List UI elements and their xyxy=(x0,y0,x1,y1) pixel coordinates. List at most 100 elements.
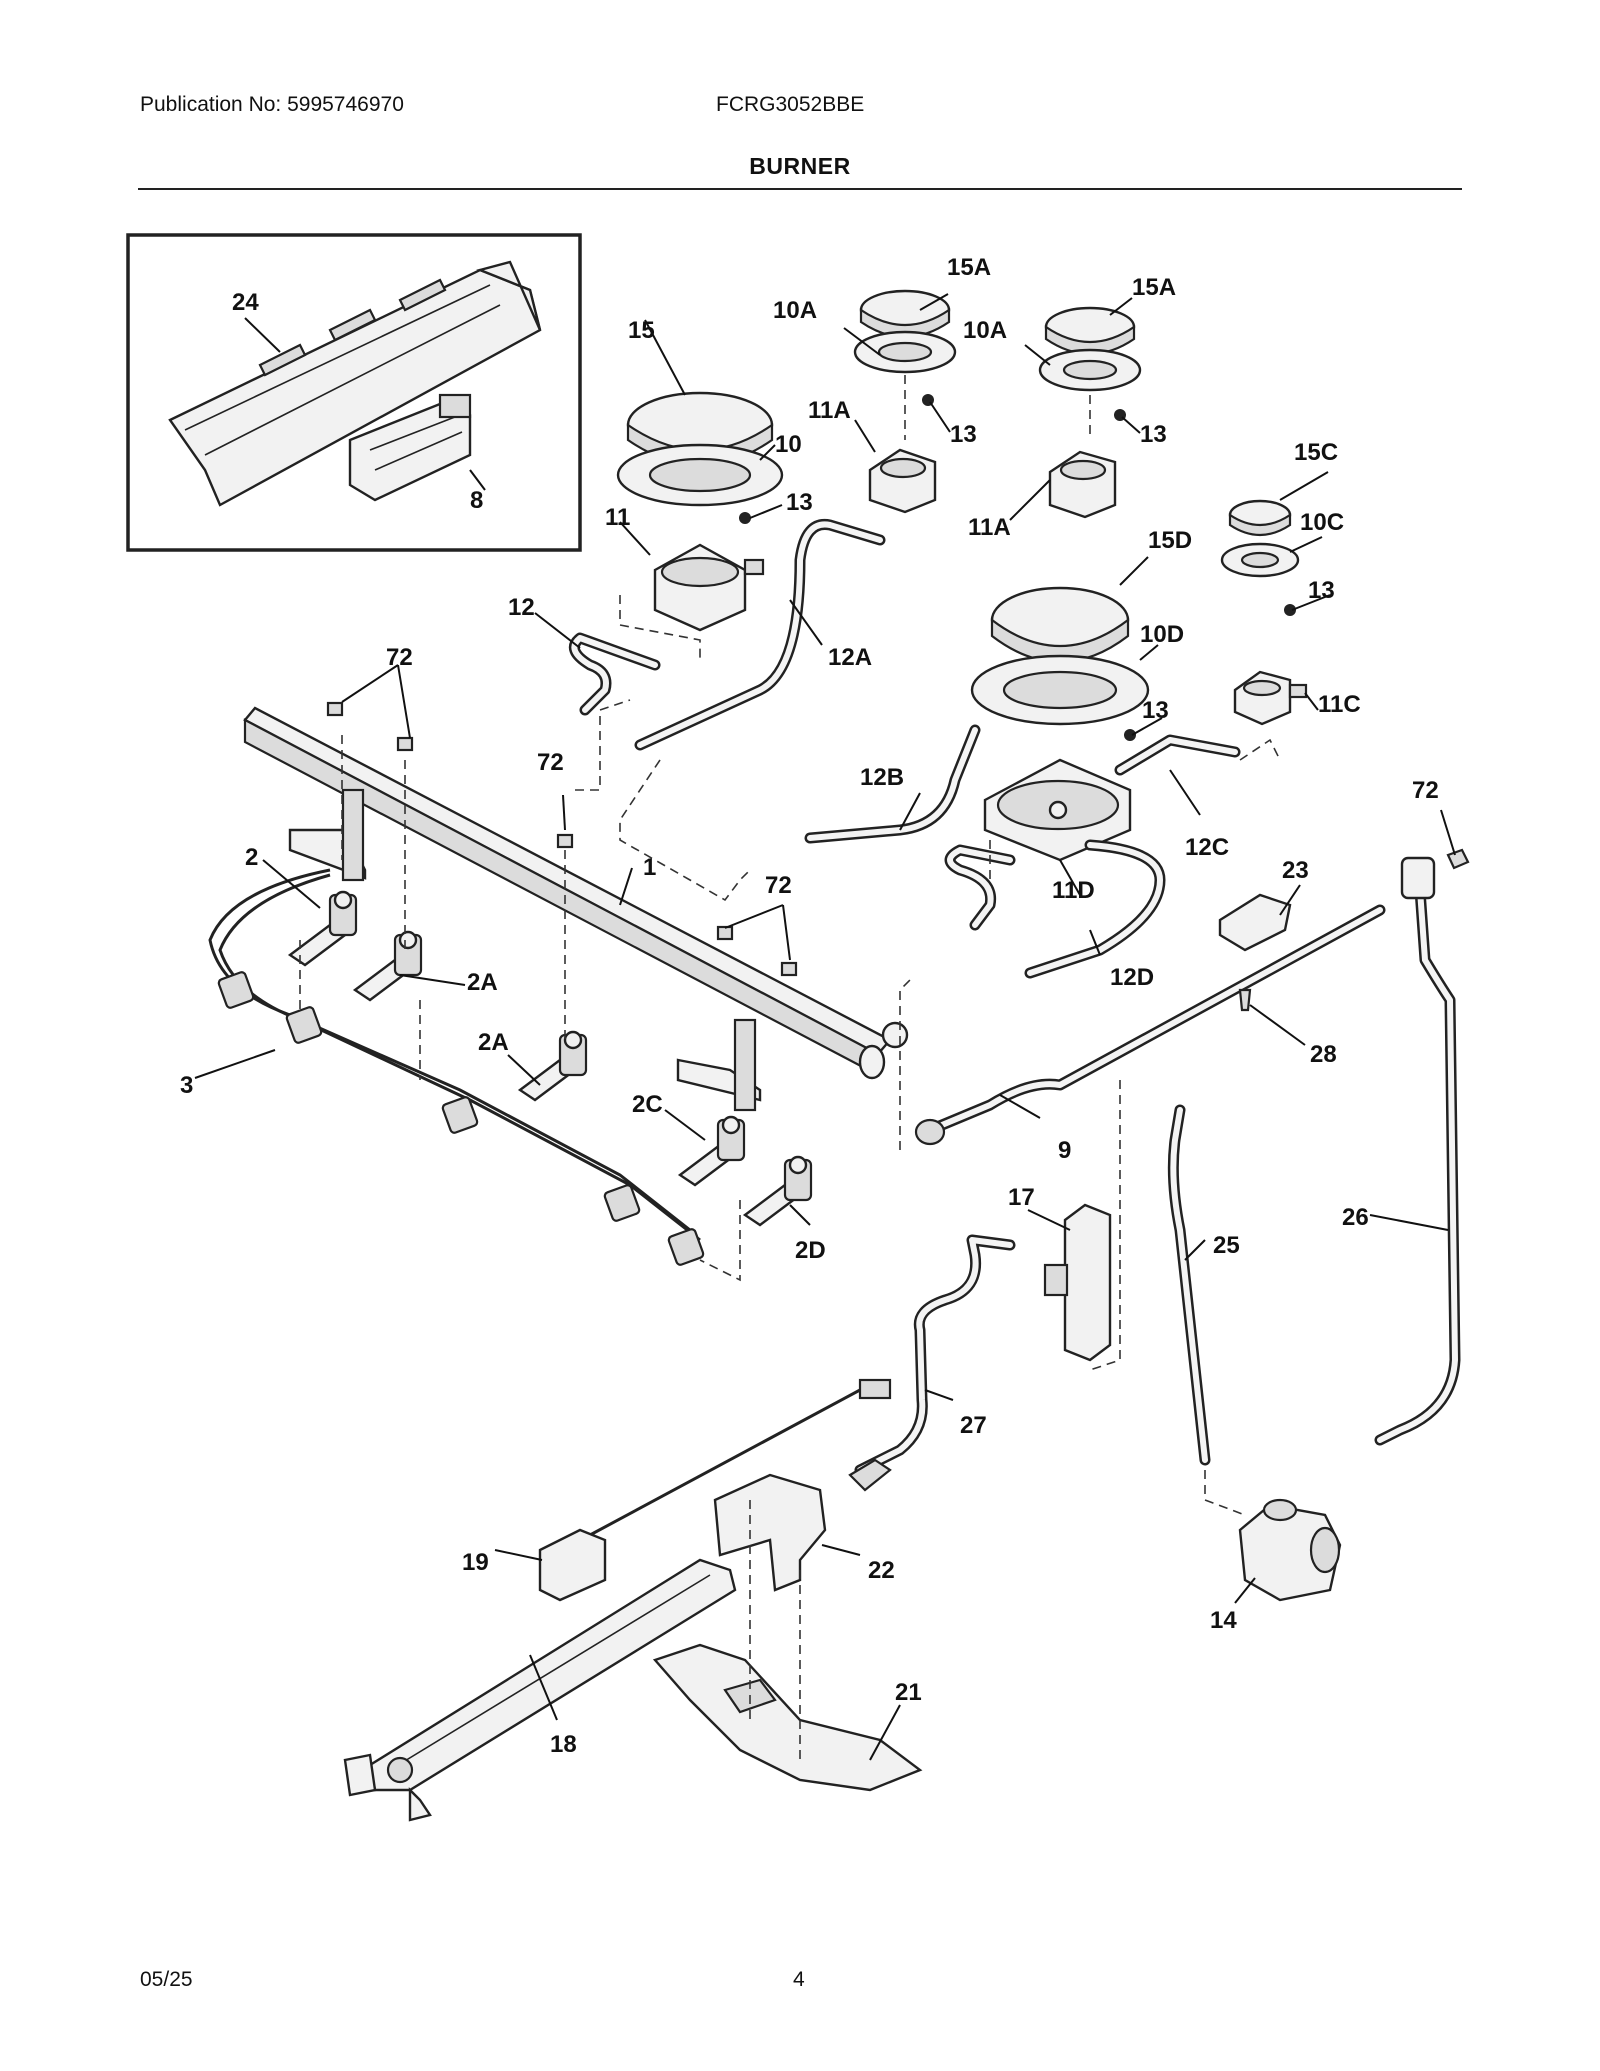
label-25: 25 xyxy=(1213,1232,1240,1259)
screw-28 xyxy=(1238,988,1252,1012)
label-15A-left: 15A xyxy=(947,254,991,281)
label-72-c: 72 xyxy=(765,872,792,899)
burner-cap-15A-left xyxy=(859,289,951,338)
inset-frame xyxy=(126,233,582,552)
label-21: 21 xyxy=(895,1679,922,1706)
part-labels: 24 8 15 10 11 13 12 12A 10A 15A 11A 13 1… xyxy=(180,254,1439,1758)
valve-2A-right xyxy=(517,1030,588,1102)
label-72-d: 72 xyxy=(1412,777,1439,804)
guide-lines xyxy=(299,699,1281,1760)
label-12: 12 xyxy=(508,594,535,621)
burner-base-11C xyxy=(1233,670,1308,726)
label-15A-right: 15A xyxy=(1132,274,1176,301)
tube-12A xyxy=(634,518,886,751)
title-rule xyxy=(138,188,1462,190)
label-22: 22 xyxy=(868,1557,895,1584)
burner-head-10C xyxy=(1220,542,1300,578)
label-13-e: 13 xyxy=(1142,697,1169,724)
burner-head-10A-left xyxy=(853,330,957,374)
label-8: 8 xyxy=(470,487,483,514)
model-number: FCRG3052BBE xyxy=(716,93,865,116)
label-2A-right: 2A xyxy=(478,1029,509,1056)
manifold-pipe-1 xyxy=(243,706,909,1080)
valve-2 xyxy=(287,890,358,967)
label-15C: 15C xyxy=(1294,439,1338,466)
tube-25 xyxy=(1167,1104,1211,1466)
label-13-d: 13 xyxy=(1308,577,1335,604)
label-27: 27 xyxy=(960,1412,987,1439)
tube-12 xyxy=(568,632,661,716)
label-10: 10 xyxy=(775,431,802,458)
burner-shield-21 xyxy=(652,1643,923,1792)
label-12B: 12B xyxy=(860,764,904,791)
label-2D: 2D xyxy=(795,1237,826,1264)
label-15D: 15D xyxy=(1148,527,1192,554)
footer-date: 05/25 xyxy=(140,1968,193,1991)
manifold-bracket-right xyxy=(676,1018,762,1112)
label-19: 19 xyxy=(462,1549,489,1576)
label-11A-right: 11A xyxy=(968,514,1011,541)
burner-bracket-24 xyxy=(168,260,542,507)
burner-base-11A-right xyxy=(1048,450,1117,519)
tube-12B xyxy=(804,724,981,844)
pressure-regulator-14 xyxy=(1238,1498,1342,1602)
label-17: 17 xyxy=(1008,1184,1035,1211)
burner-base-11 xyxy=(653,543,765,632)
label-23: 23 xyxy=(1282,857,1309,884)
label-13-b: 13 xyxy=(950,421,977,448)
tube-12C xyxy=(1114,734,1241,776)
screw-13-e xyxy=(1124,729,1136,741)
burner-cap-15A-right xyxy=(1044,306,1136,355)
label-13-c: 13 xyxy=(1140,421,1167,448)
spark-module-8 xyxy=(348,393,472,502)
label-2C: 2C xyxy=(632,1091,663,1118)
label-11A-left: 11A xyxy=(808,397,851,424)
bracket-23 xyxy=(1218,893,1292,952)
publication-number: Publication No: 5995746970 xyxy=(140,93,404,116)
tube-12D xyxy=(1024,839,1166,979)
label-24: 24 xyxy=(232,289,259,316)
label-11C: 11C xyxy=(1318,691,1361,718)
burner-cap-15C xyxy=(1228,499,1292,536)
screws-72 xyxy=(326,701,1470,977)
burner-base-11A-left xyxy=(868,448,937,514)
valve-2D xyxy=(742,1155,813,1227)
label-12C: 12C xyxy=(1185,834,1229,861)
label-14: 14 xyxy=(1210,1607,1237,1634)
tube-26 xyxy=(1374,856,1461,1446)
manifold-bracket-left xyxy=(288,788,367,882)
label-72-a: 72 xyxy=(386,644,413,671)
label-1: 1 xyxy=(643,854,656,881)
oven-burner-tube-18 xyxy=(343,1558,737,1822)
burner-cap-15D xyxy=(990,586,1130,663)
burner-head-10A-right xyxy=(1038,348,1142,392)
oven-igniter-19 xyxy=(538,1378,892,1602)
label-9: 9 xyxy=(1058,1137,1071,1164)
tube-27 xyxy=(848,1234,1016,1492)
oven-valve-17 xyxy=(1043,1203,1112,1362)
label-26: 26 xyxy=(1342,1204,1369,1231)
label-10A-left: 10A xyxy=(773,297,817,324)
screw-13-d xyxy=(1284,604,1296,616)
label-12A: 12A xyxy=(828,644,872,671)
page-number: 4 xyxy=(793,1968,805,1991)
label-10A-right: 10A xyxy=(963,317,1007,344)
label-2A-left: 2A xyxy=(467,969,498,996)
label-3: 3 xyxy=(180,1072,193,1099)
ignition-switch-harness-3 xyxy=(208,868,705,1266)
label-11: 11 xyxy=(605,504,630,531)
label-10D: 10D xyxy=(1140,621,1184,648)
tube-11D-feed xyxy=(944,844,1016,931)
label-12D: 12D xyxy=(1110,964,1154,991)
valve-2C xyxy=(677,1115,746,1187)
main-tube-9 xyxy=(914,904,1386,1146)
valve-2A-left xyxy=(352,930,423,1002)
label-28: 28 xyxy=(1310,1041,1337,1068)
label-18: 18 xyxy=(550,1731,577,1758)
burner-head-10D xyxy=(970,654,1150,726)
label-10C: 10C xyxy=(1300,509,1344,536)
label-15: 15 xyxy=(628,317,655,344)
burner-base-11D xyxy=(983,758,1132,862)
leader-lines xyxy=(194,293,1456,1761)
